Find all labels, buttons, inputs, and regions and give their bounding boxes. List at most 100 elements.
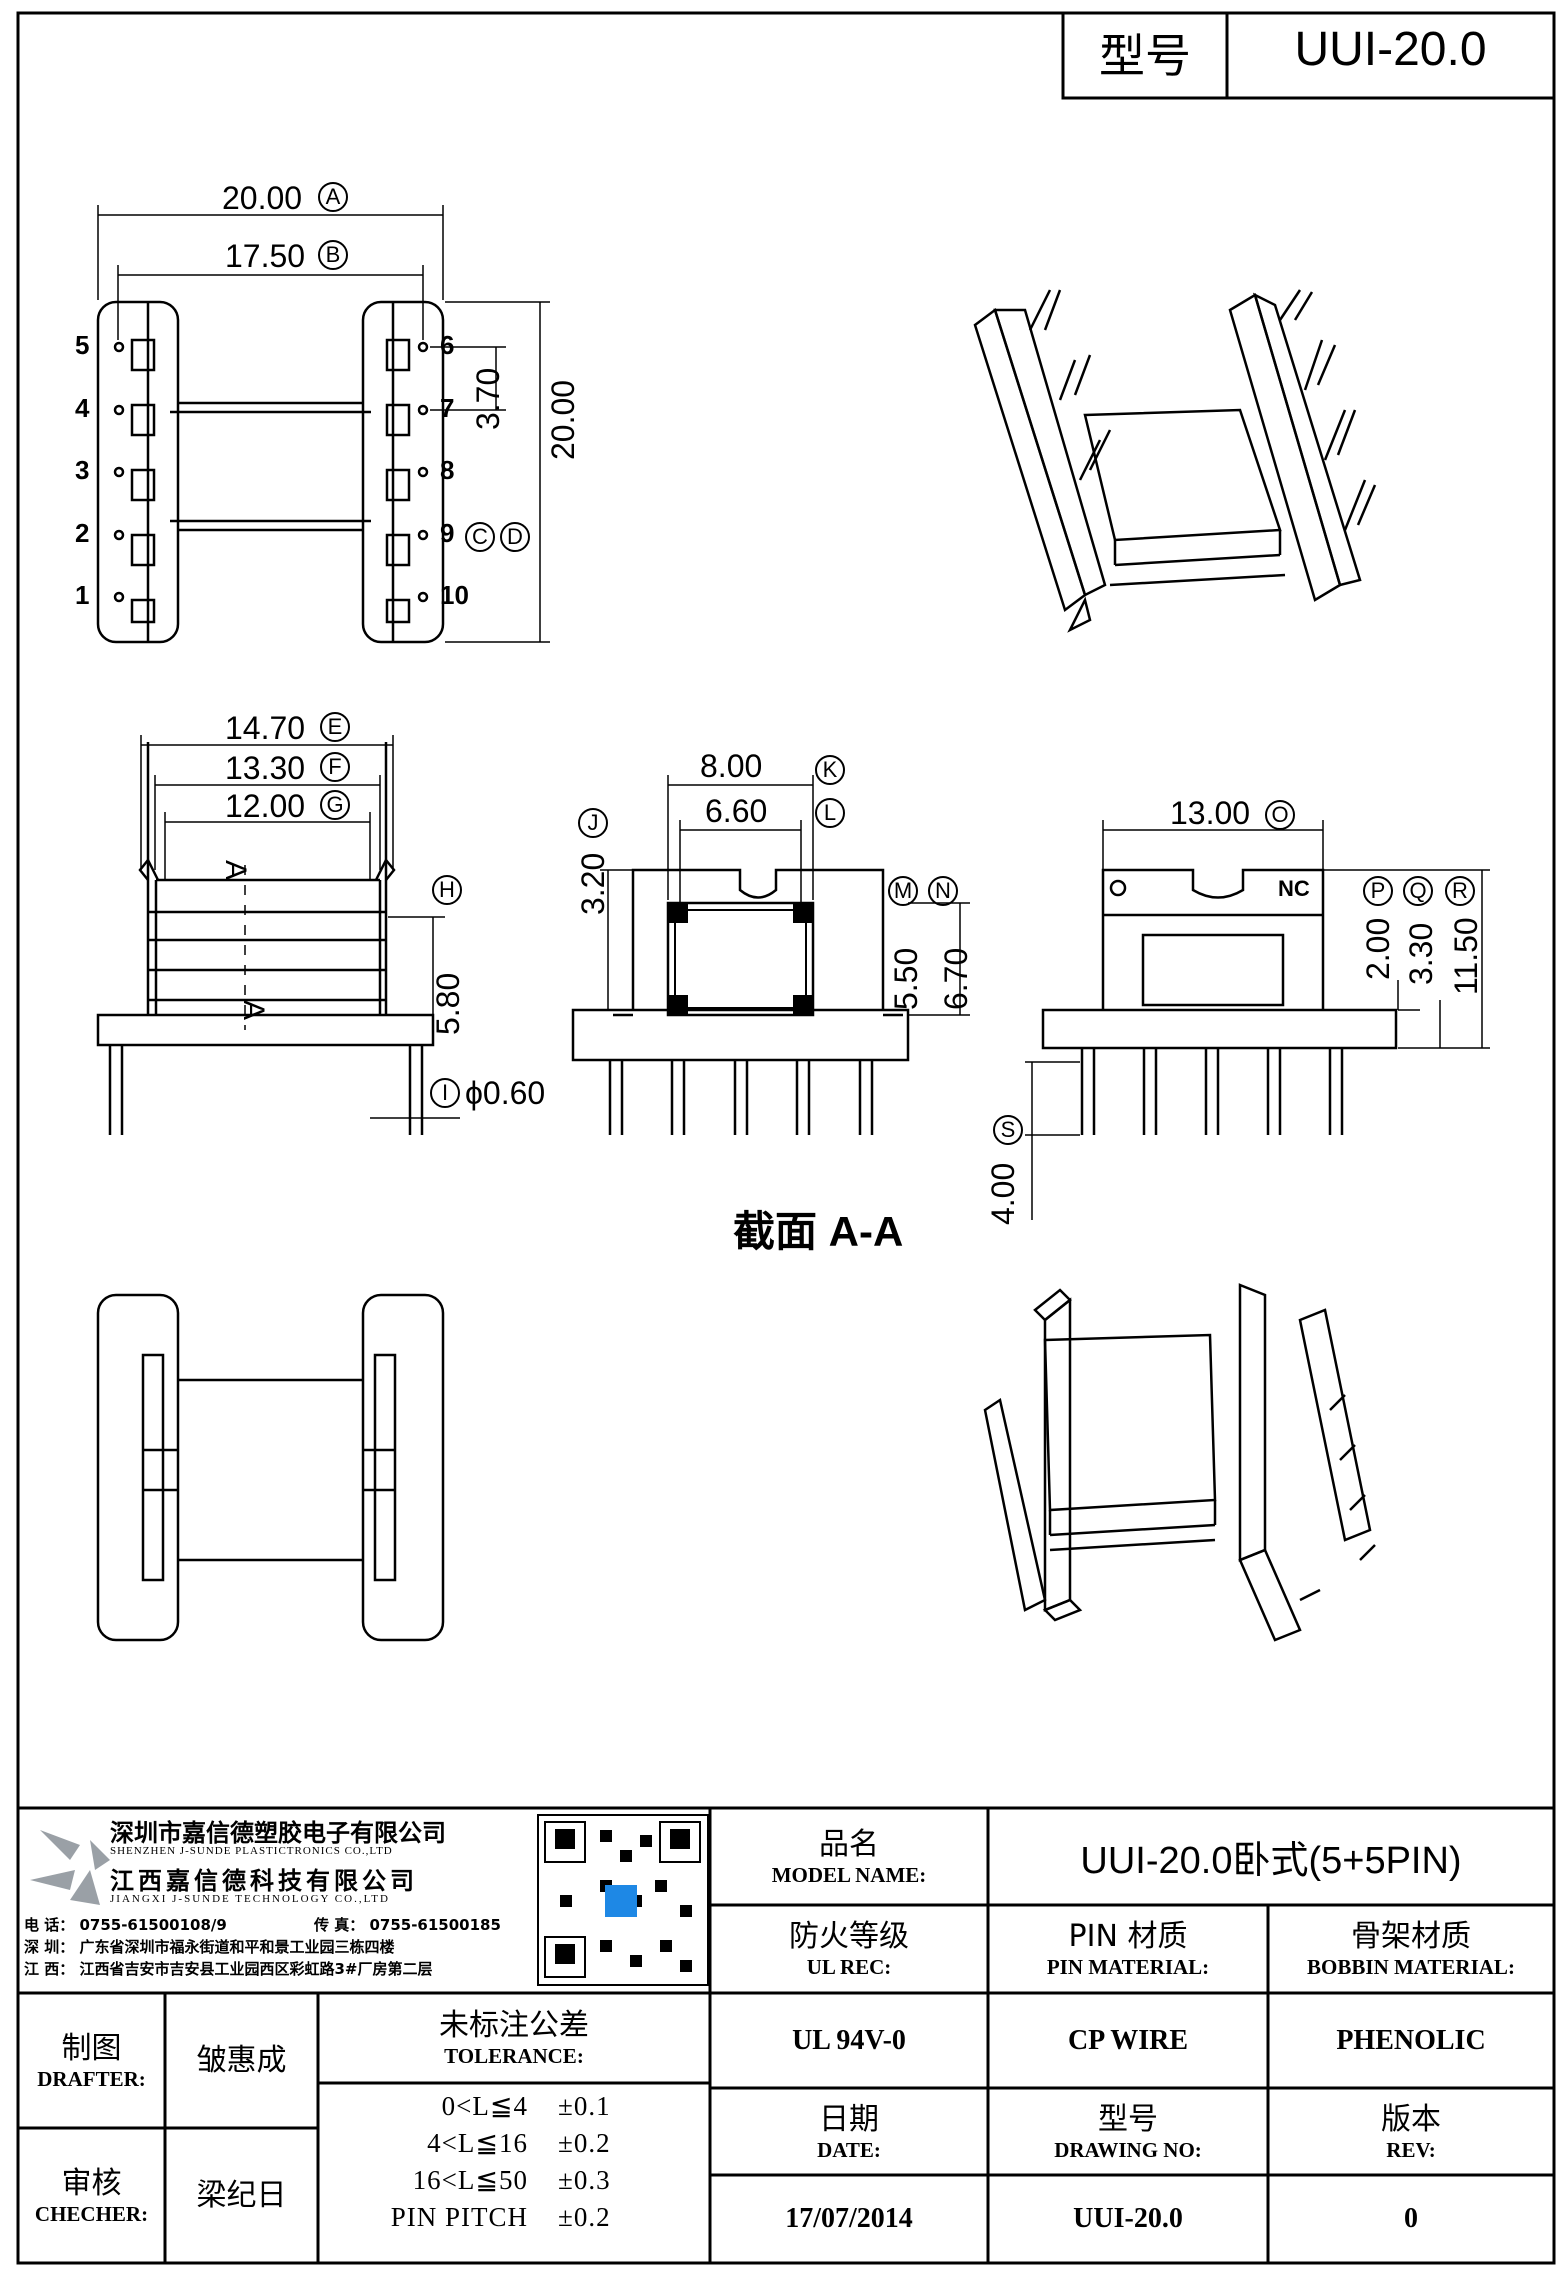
drafter-value: 皱惠成: [196, 2042, 287, 2078]
company-phone: 电 话： 0755-61500108/9: [24, 1916, 227, 1934]
header-model-label: 型号: [1099, 29, 1191, 83]
tolerance-value: ±0.2: [558, 2202, 611, 2232]
revision-cn: 版本: [1381, 2101, 1441, 2137]
pin-label-2: 2: [75, 518, 90, 548]
dim-R-marker: R: [1445, 876, 1475, 906]
qr-code: [537, 1814, 709, 1986]
front-view: [1041, 868, 1398, 1135]
date-header: 日期 DATE:: [710, 2088, 988, 2175]
dim-C-marker: C: [465, 522, 495, 552]
pin-label-4: 4: [75, 393, 90, 423]
tolerance-en: TOLERANCE:: [444, 2044, 584, 2068]
drawing-no-cn: 型号: [1098, 2101, 1158, 2137]
pin-label-5: 5: [75, 330, 90, 360]
dim-O-marker: O: [1265, 800, 1295, 830]
side-view: [96, 742, 435, 1135]
pin-label-6: 6: [440, 330, 455, 360]
checker-header: 审核 CHECHER:: [18, 2128, 165, 2263]
section-mark-top: A: [219, 860, 252, 881]
model-name-en: MODEL NAME:: [771, 1862, 927, 1887]
dim-I-value: ϕ0.60: [465, 1075, 546, 1111]
qr-logo: [605, 1885, 637, 1917]
pin-material-header: PIN 材质 PIN MATERIAL:: [988, 1905, 1268, 1993]
pin-label-7: 7: [440, 393, 455, 423]
model-name-cn: 品名: [819, 1826, 879, 1862]
company-en-jx: JIANGXI J-SUNDE TECHNOLOGY CO.,LTD: [110, 1893, 390, 1905]
dim-E-marker: E: [320, 712, 350, 742]
company-logo: [30, 1830, 110, 1905]
dim-C-value: 3.70: [470, 367, 506, 430]
tolerance-value: ±0.2: [558, 2128, 611, 2158]
date-cn: 日期: [819, 2101, 879, 2137]
bottom-view: [96, 1293, 445, 1642]
checker-cn: 审核: [61, 2165, 122, 2201]
dim-H-marker: H: [432, 875, 462, 905]
tolerance-range: 0<L≦4: [441, 2091, 528, 2121]
pin-material-cn: PIN 材质: [1068, 1919, 1188, 1954]
front-view-dims: [1025, 820, 1490, 1220]
dim-B-value: 17.50: [225, 238, 306, 274]
top-view-dims: [97, 205, 550, 643]
dim-R-value: 11.50: [1448, 917, 1484, 995]
dim-L-value: 6.60: [705, 793, 768, 829]
pin-material-value: CP WIRE: [1067, 2024, 1189, 2056]
pin-label-10: 10: [440, 580, 469, 610]
title-block-grid: [18, 1806, 1554, 2263]
dim-K-marker: K: [815, 755, 845, 785]
tolerance-range: 4<L≦16: [427, 2128, 528, 2158]
tolerance-range: PIN PITCH: [390, 2202, 528, 2232]
company-address-sz: 深 圳： 广东省深圳市福永街道和平和景工业园三栋四楼: [24, 1938, 395, 1956]
iso-view-bottom: [983, 1283, 1376, 1642]
dim-D-value: 20.00: [545, 379, 581, 460]
tolerance-value: ±0.3: [558, 2165, 611, 2195]
section-view: [571, 868, 910, 1135]
section-view-dims: [600, 775, 970, 1016]
dim-L-marker: L: [815, 798, 845, 828]
drawing-no-en: DRAWING NO:: [1054, 2137, 1202, 2162]
tolerance-cn: 未标注公差: [439, 2008, 589, 2043]
dim-I-marker: I: [430, 1078, 460, 1108]
company-address-jx: 江 西： 江西省吉安市吉安县工业园西区彩虹路3#厂房第二层: [24, 1960, 433, 1978]
dim-B-marker: B: [318, 240, 348, 270]
date-en: DATE:: [817, 2137, 881, 2162]
dim-G-value: 12.00: [225, 788, 306, 824]
date-value: 17/07/2014: [785, 2203, 913, 2234]
tolerance-value: ±0.1: [558, 2091, 611, 2121]
pin-label-9: 9: [440, 518, 455, 548]
dim-G-marker: G: [320, 790, 350, 820]
company-name-jx: 江西嘉信德科技有限公司: [110, 1867, 418, 1895]
iso-view-top: [973, 289, 1377, 633]
drawing-no-header: 型号 DRAWING NO:: [988, 2088, 1268, 2175]
sheet-frame: [16, 11, 1556, 2265]
dim-N-value: 6.70: [938, 947, 974, 1010]
tolerance-range: 16<L≦50: [412, 2165, 528, 2195]
dim-M-marker: M: [888, 876, 918, 906]
section-title: 截面 A-A: [733, 1208, 904, 1255]
section-mark-bottom: A: [237, 1000, 270, 1021]
ul-value: UL 94V-0: [792, 2024, 906, 2056]
model-name-value: UUI-20.0卧式(5+5PIN): [1080, 1840, 1462, 1882]
company-fax: 传 真： 0755-61500185: [314, 1916, 501, 1934]
dim-A-marker: A: [318, 182, 348, 212]
side-view-dims: [140, 735, 460, 1119]
drawing-no-value: UUI-20.0: [1073, 2203, 1183, 2234]
drafter-cn: 制图: [61, 2030, 122, 2066]
dim-D-marker: D: [500, 522, 530, 552]
dim-Q-marker: Q: [1403, 876, 1433, 906]
ul-cn: 防火等级: [789, 1919, 909, 1954]
company-en-sz: SHENZHEN J-SUNDE PLASTICTRONICS CO.,LTD: [110, 1845, 393, 1857]
checker-value: 梁纪日: [196, 2177, 287, 2213]
dim-F-value: 13.30: [225, 750, 306, 786]
dim-P-value: 2.00: [1360, 917, 1396, 980]
dim-S-marker: S: [993, 1115, 1023, 1145]
drafter-header: 制图 DRAFTER:: [18, 1993, 165, 2128]
title-block: 深圳市嘉信德塑胶电子有限公司 SHENZHEN J-SUNDE PLASTICT…: [18, 1808, 1554, 2263]
ul-en: UL REC:: [806, 1955, 892, 1979]
dim-O-value: 13.00: [1170, 795, 1251, 831]
pin-label-1: 1: [75, 580, 90, 610]
pin-label-8: 8: [440, 455, 455, 485]
revision-en: REV:: [1386, 2137, 1436, 2162]
model-name-header: 品名 MODEL NAME:: [710, 1808, 988, 1905]
pin-label-3: 3: [75, 455, 90, 485]
